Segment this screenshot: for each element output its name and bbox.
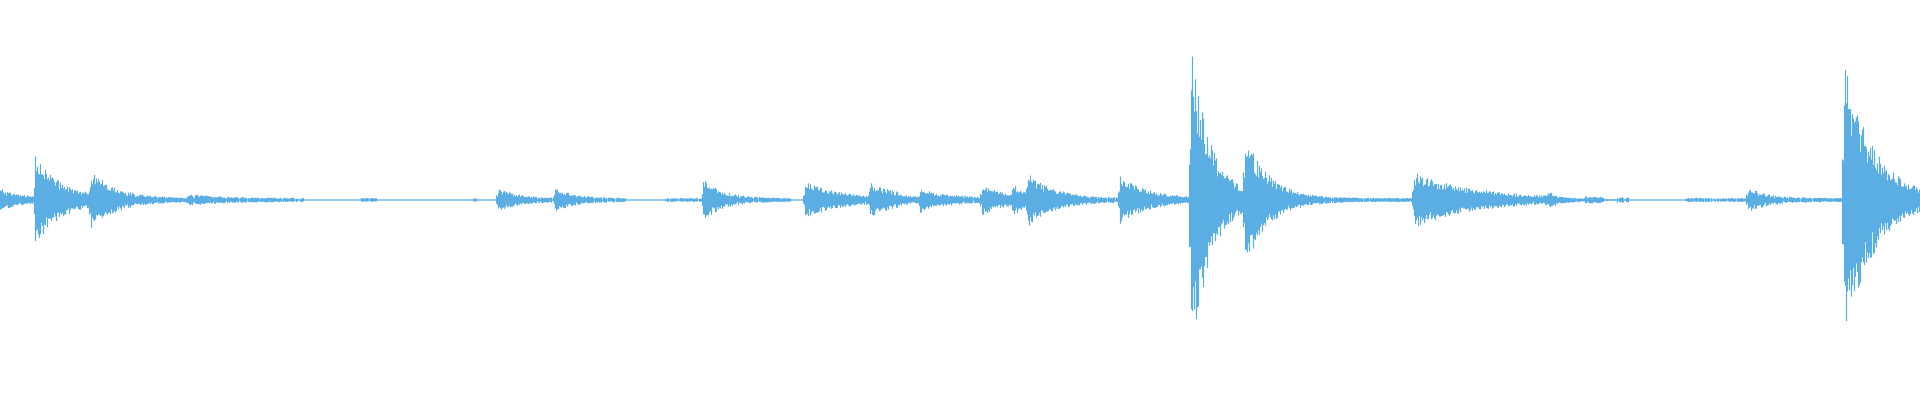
waveform-trace [0, 56, 1920, 322]
waveform-amplitude-path [0, 56, 1920, 322]
